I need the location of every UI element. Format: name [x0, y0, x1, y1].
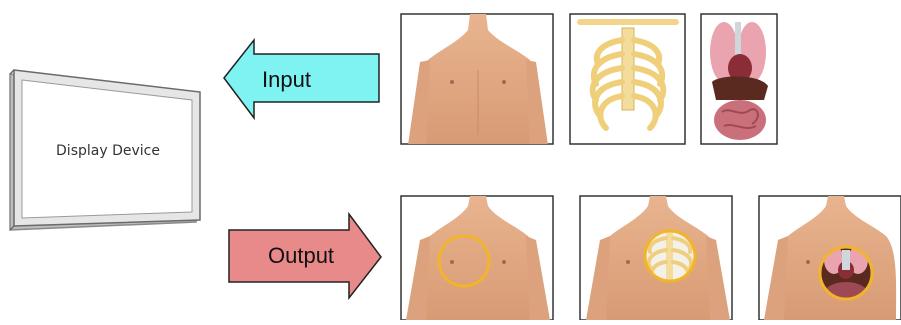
input-torso-image — [401, 14, 553, 145]
output-torso-ribs-circle-image — [580, 196, 732, 320]
input-arrow-label: Input — [262, 67, 311, 93]
output-arrow-label: Output — [268, 243, 334, 269]
input-organs-image — [701, 14, 777, 144]
input-ribcage-image — [570, 14, 685, 144]
output-torso-circle-image — [401, 196, 553, 320]
display-device-label: Display Device — [38, 143, 178, 159]
output-torso-organs-circle-image — [759, 196, 901, 320]
